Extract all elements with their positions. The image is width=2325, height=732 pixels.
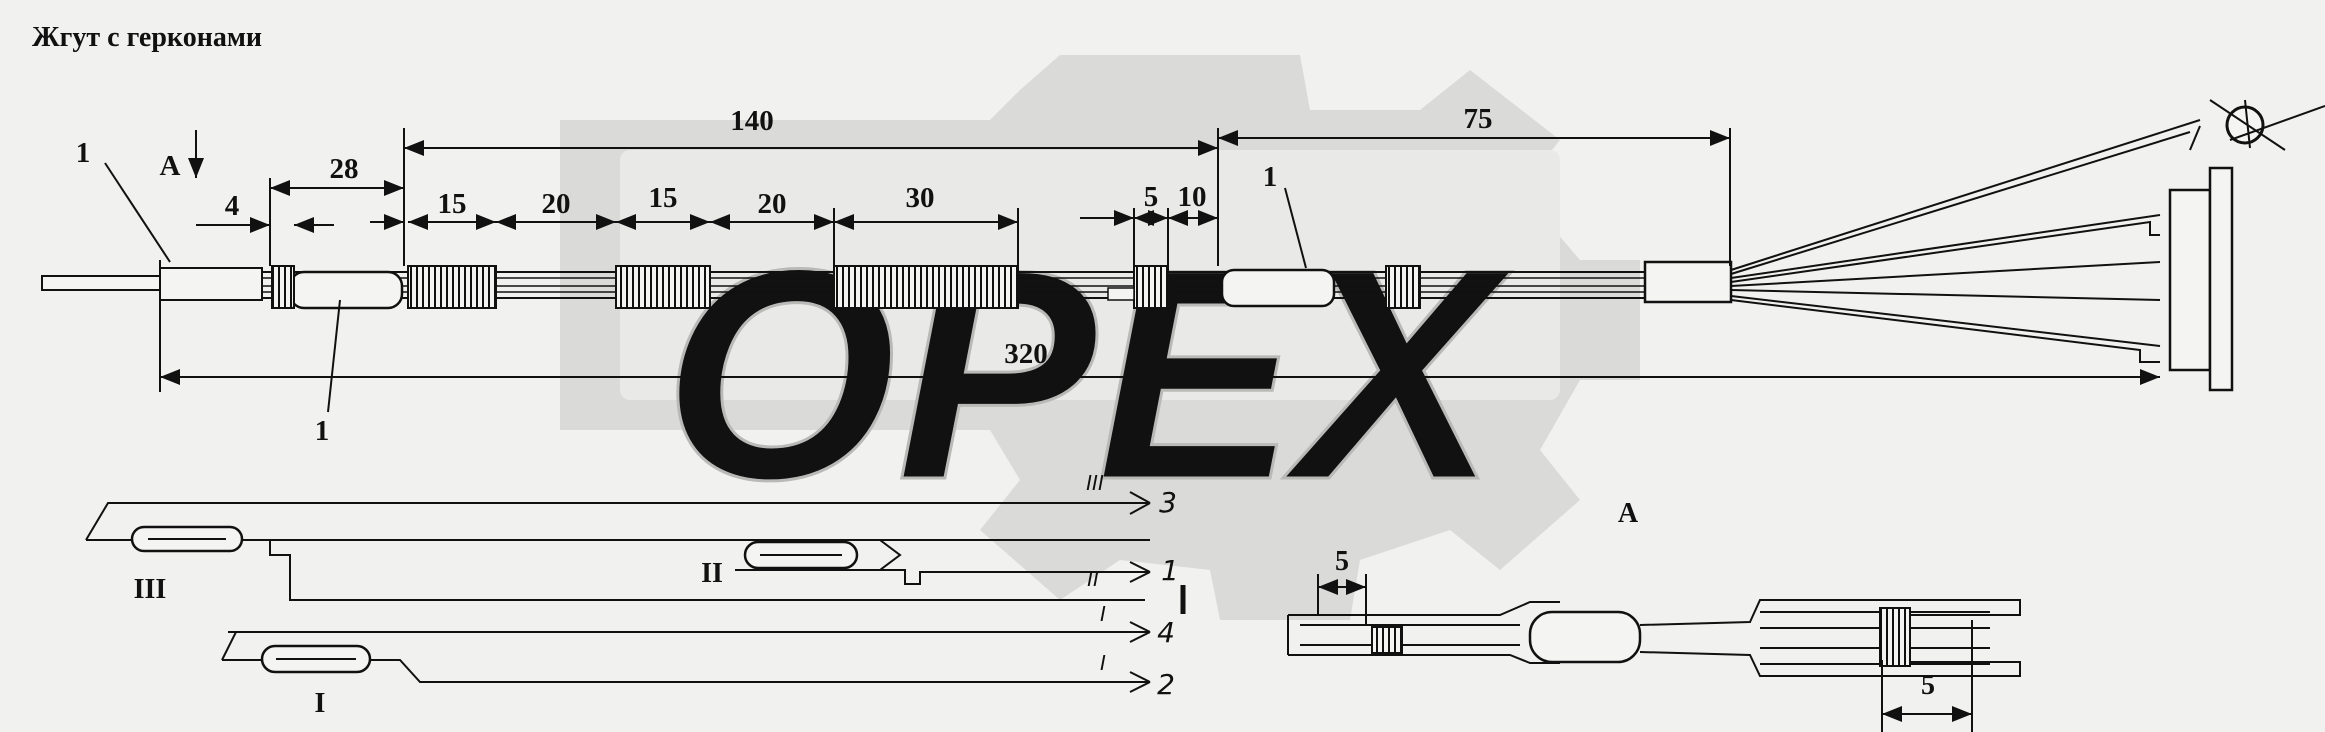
- dim-15b: 15: [649, 182, 678, 214]
- callout-1-right: 1: [1263, 161, 1278, 193]
- harness-end-tube: [41, 275, 163, 291]
- reed-label-iii: III: [134, 574, 167, 605]
- connector-body: [2168, 188, 2212, 372]
- view-a-label: А: [160, 150, 181, 182]
- winding-4: [833, 265, 1019, 309]
- drawing-title: Жгут с герконами: [32, 22, 263, 53]
- wire-2-mark: I: [1100, 651, 1106, 675]
- main-harness: [41, 99, 2325, 392]
- wire-4-end: 4: [1157, 616, 1175, 649]
- dim-20b: 20: [758, 188, 787, 220]
- reed-label-i: I: [315, 688, 326, 719]
- callout-1-bottom: 1: [315, 415, 330, 447]
- dim-30: 30: [906, 182, 935, 214]
- wire-3-path: [85, 502, 1150, 541]
- end-sleeve: [159, 267, 263, 301]
- connector-flange: [2208, 166, 2234, 392]
- detail-view-a: [1287, 574, 2021, 732]
- dim-4: 4: [225, 190, 240, 222]
- detail-reed-body: [1528, 610, 1642, 664]
- schematic-labels: III II I III 3 II 1 I 4 I 2: [134, 471, 1179, 719]
- reed-body-left: [288, 270, 404, 310]
- dim-75: 75: [1464, 103, 1493, 135]
- detail-winding-left: [1371, 626, 1403, 654]
- wire-4-mark: I: [1100, 602, 1106, 626]
- detail-view-a-labels: А 5 5: [1335, 498, 1935, 701]
- dimension-labels: 140 75 28 4 15 20 15 20 30 5 10 320 1 1 …: [76, 103, 1493, 447]
- callout-1-left: 1: [76, 137, 91, 169]
- watermark-band: [620, 150, 1560, 400]
- wire-3-end: 3: [1159, 486, 1177, 519]
- winding-5: [1133, 265, 1169, 309]
- wire-1-end: 1: [1161, 554, 1179, 587]
- dim-140: 140: [730, 105, 774, 137]
- clamp-sleeve: [1643, 260, 1733, 304]
- reed-label-ii: II: [701, 558, 723, 589]
- reed-body-middle: [1220, 268, 1336, 308]
- wire-3-mark: III: [1086, 471, 1104, 495]
- watermark: OPEX: [560, 55, 1640, 620]
- dim-28: 28: [330, 153, 359, 185]
- dim-320: 320: [1004, 338, 1048, 370]
- winding-1: [271, 265, 295, 309]
- winding-2: [407, 265, 497, 309]
- dimension-lines: [104, 128, 2160, 413]
- dim-20a: 20: [542, 188, 571, 220]
- wire-2-end: 2: [1157, 668, 1175, 701]
- wire-1-mark: II: [1087, 567, 1099, 591]
- winding-6: [1385, 265, 1421, 309]
- detail-dim-right: 5: [1921, 670, 1935, 701]
- dim-10: 10: [1178, 181, 1207, 213]
- dim-15a: 15: [438, 188, 467, 220]
- dim-5: 5: [1144, 181, 1159, 213]
- detail-a-title: А: [1618, 498, 1639, 529]
- detail-winding-right: [1879, 607, 1911, 667]
- reed-switch-schematic: [85, 491, 1186, 693]
- detail-dim-left: 5: [1335, 546, 1349, 577]
- winding-3: [615, 265, 711, 309]
- ring-terminal: [2225, 105, 2265, 145]
